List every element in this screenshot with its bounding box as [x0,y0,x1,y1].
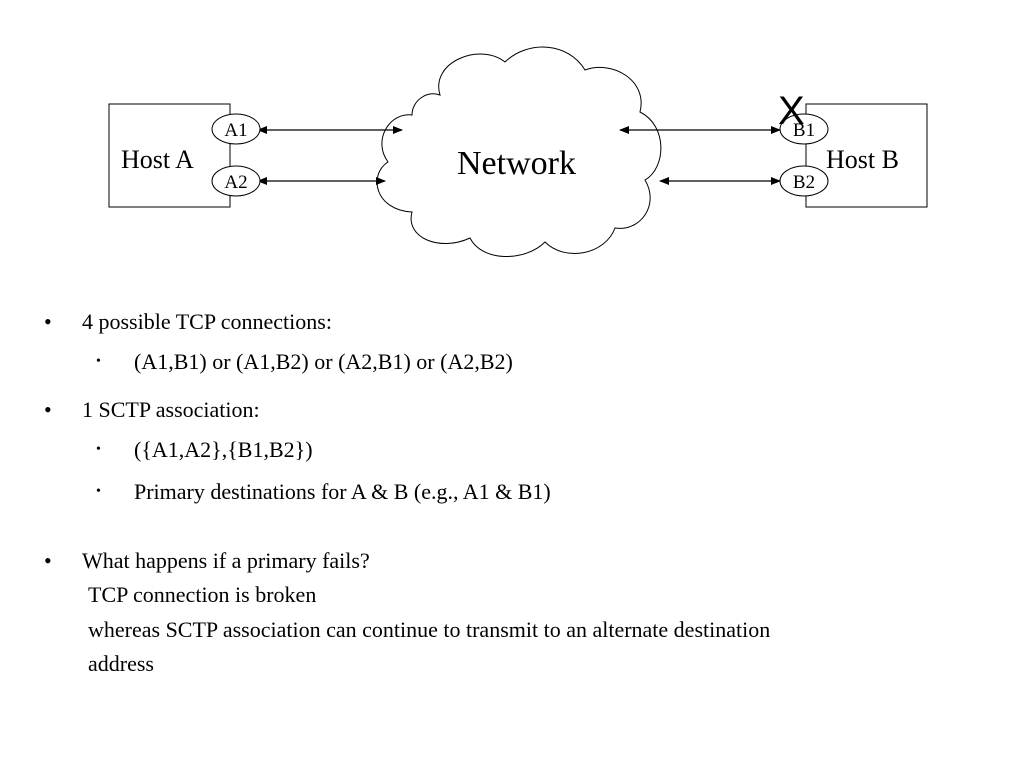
bullet-text: 4 possible TCP connections: [82,309,332,334]
sub-bullet-dot: • [96,442,101,457]
continuation-tcp-broken: TCP connection is broken [88,582,317,607]
sub-bullet-text: Primary destinations for A & B (e.g., A1… [134,479,551,504]
sub-bullet-dot: • [96,354,101,369]
sub-bullet-dot: • [96,484,101,499]
interface-a1-label: A1 [224,120,247,141]
failure-x-mark: X [778,89,805,133]
sub-bullet-text: ({A1,A2},{B1,B2}) [134,437,313,462]
continuation-address: address [88,651,154,676]
interface-b1-label: B1 [793,120,815,141]
continuation-sctp-continue: whereas SCTP association can continue to… [88,617,771,642]
bullet-dot: • [44,309,52,334]
interface-a1 [211,113,261,145]
bullet-dot: • [44,548,52,573]
host-a-box [108,103,231,208]
bullet-text: What happens if a primary fails? [82,548,370,573]
host-b-label: Host B [826,145,899,174]
host-b-box [805,103,928,208]
bullet-dot: • [44,397,52,422]
interface-a2-label: A2 [224,172,247,193]
interface-b1 [779,113,829,145]
interface-b2 [779,165,829,197]
network-diagram: Host A Host B Network A1 A2 B1 B2 X [108,46,928,257]
network-label: Network [457,145,576,182]
interface-a2 [211,165,261,197]
network-cloud [376,46,662,257]
interface-b2-label: B2 [793,172,815,193]
bullet-text: 1 SCTP association: [82,397,260,422]
host-a-label: Host A [121,145,194,174]
sub-bullet-text: (A1,B1) or (A1,B2) or (A2,B1) or (A2,B2) [134,349,513,374]
